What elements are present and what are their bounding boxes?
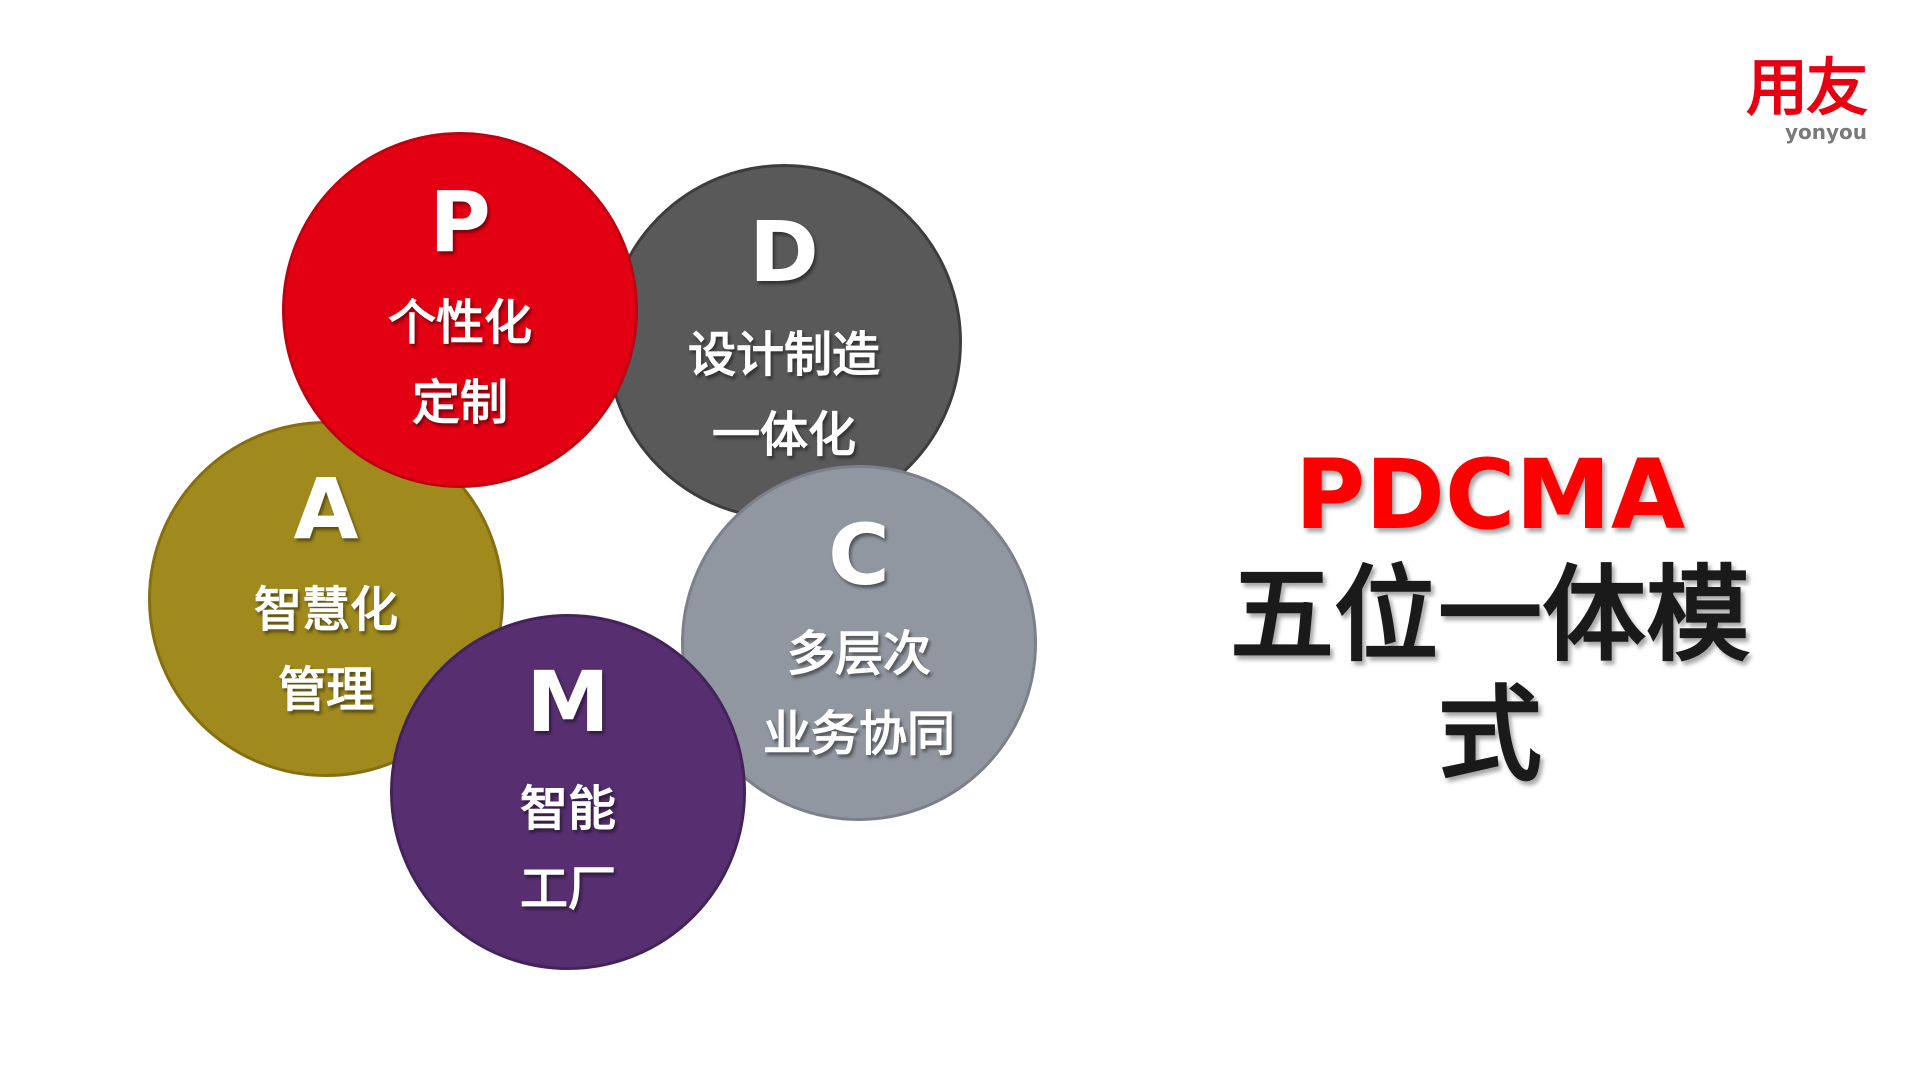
circle-p-letter: P [429, 173, 491, 271]
title-sub: 五位一体模式 [1229, 554, 1750, 796]
circle-d-letter: D [749, 203, 819, 301]
circle-p-line2: 定制 [411, 375, 508, 431]
logo-chinese-text: 用友 [1745, 51, 1868, 124]
circle-p: P 个性化 定制 [282, 132, 638, 488]
circle-c: C 多层次 业务协同 [681, 465, 1037, 821]
circle-p-line1: 个性化 [387, 295, 532, 351]
circle-d: D 设计制造 一体化 [606, 164, 962, 520]
circle-m-letter: M [526, 653, 610, 751]
circle-m-line2: 工厂 [519, 861, 616, 917]
circle-c-letter: C [828, 506, 890, 604]
circle-d-line2: 一体化 [711, 407, 856, 463]
title-main: PDCMA [1294, 439, 1686, 551]
circle-m-line1: 智能 [519, 781, 616, 837]
circle-c-line2: 业务协同 [762, 706, 955, 762]
logo-english-text: yonyou [1784, 120, 1868, 144]
yonyou-logo: 用友 yonyou [1736, 50, 1876, 150]
circle-a-line1: 智慧化 [253, 582, 398, 638]
circle-c-line1: 多层次 [786, 626, 931, 682]
circle-a-line2: 管理 [277, 662, 374, 718]
circle-d-line1: 设计制造 [687, 327, 880, 383]
circle-m: M 智能 工厂 [390, 614, 746, 970]
circle-a-letter: A [293, 460, 359, 558]
